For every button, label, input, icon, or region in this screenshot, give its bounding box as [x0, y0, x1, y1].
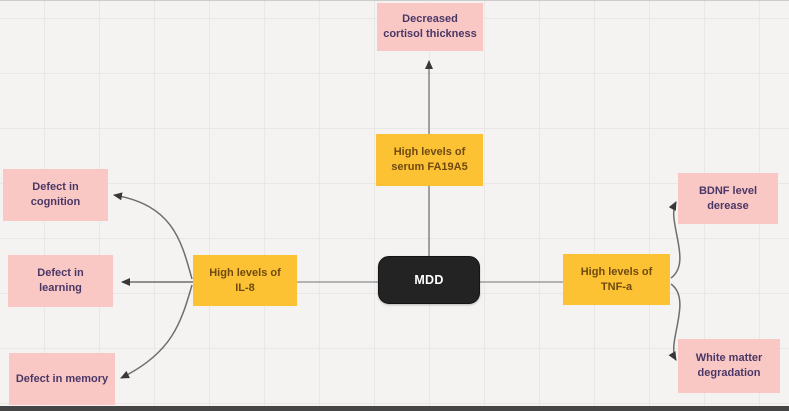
edge-il8-to-memory — [120, 284, 193, 379]
node-label: Defect in memory — [15, 372, 109, 385]
node-high-levels-tnfa[interactable]: High levels of TNF-a — [563, 254, 670, 305]
node-label: High levels of IL-8 — [209, 266, 281, 294]
node-label: High levels of TNF-a — [580, 265, 653, 293]
node-label: BDNF level derease — [698, 184, 758, 212]
edge-tnfa-to-white-matter — [668, 283, 681, 361]
node-mdd[interactable]: MDD — [378, 256, 480, 304]
edge-tnfa-to-bdnf — [668, 201, 681, 279]
node-white-matter-degradation[interactable]: White matter degradation — [678, 339, 780, 393]
node-label: MDD — [414, 272, 444, 287]
node-defect-in-learning[interactable]: Defect in learning — [8, 255, 113, 307]
node-label: White matter degradation — [695, 352, 763, 379]
node-label: Defect in cognition — [30, 181, 81, 208]
node-bdnf-level-decrease[interactable]: BDNF level derease — [678, 173, 778, 224]
node-label: Defect in learning — [37, 267, 84, 294]
node-label: Decreased cortisol thickness — [383, 13, 477, 40]
node-label: High levels of serum FA19A5 — [391, 146, 468, 173]
node-high-levels-serum-fa19a5[interactable]: High levels of serum FA19A5 — [376, 134, 483, 186]
node-defect-in-memory[interactable]: Defect in memory — [9, 353, 115, 405]
edge-il8-to-cognition — [113, 192, 193, 280]
node-defect-in-cognition[interactable]: Defect in cognition — [3, 169, 108, 221]
node-decreased-cortisol-thickness[interactable]: Decreased cortisol thickness — [377, 3, 483, 51]
node-high-levels-il8[interactable]: High levels of IL-8 — [193, 255, 297, 306]
